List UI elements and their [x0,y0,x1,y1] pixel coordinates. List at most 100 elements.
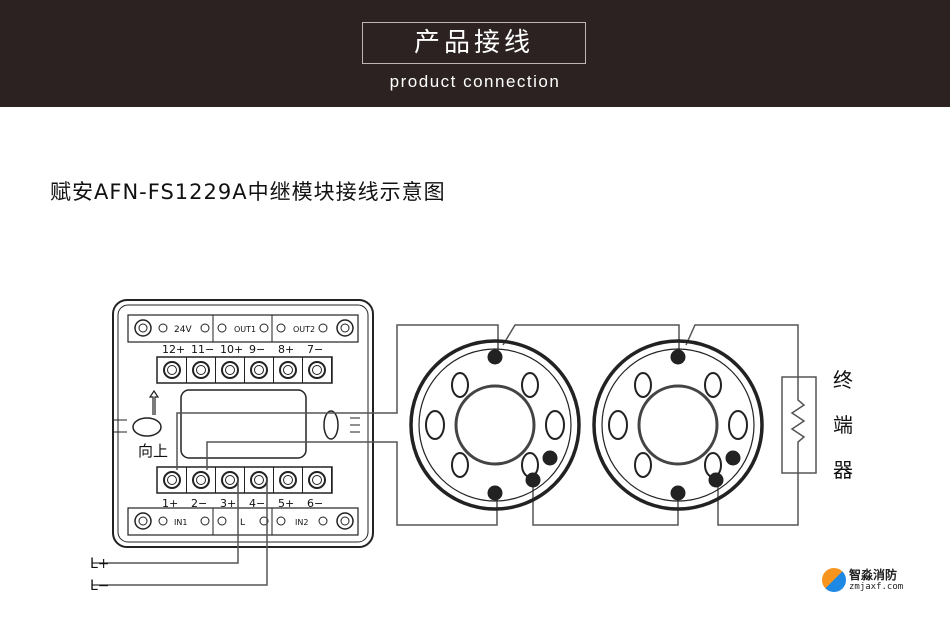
logo-name: 智淼消防 [849,567,898,582]
indicator-icon [217,323,227,333]
indicator-icon [318,323,328,333]
terminal-screw-icon [221,471,239,489]
base-outer-ring [409,339,581,511]
top-terminal-label: 11− [191,343,214,356]
terminal-screw-icon [308,471,326,489]
base-terminal-icon [670,349,686,365]
terminal-screw-icon [283,475,293,485]
mount-screw-icon [340,323,350,333]
bottom-terminal-label: 5+ [278,497,294,510]
mount-screw-icon [336,512,354,530]
base-slot [451,452,469,478]
base-center-hole [454,384,536,466]
base-slot [634,372,652,398]
terminal-screw-icon [196,365,206,375]
group-out2: OUT2 [293,325,315,334]
base-terminal-icon [725,450,741,466]
terminal-screw-icon [308,361,326,379]
base-inner-ring [418,348,572,502]
terminator-char-3: 器 [833,458,853,482]
top-terminal-label: 9− [249,343,265,356]
detector-base [592,339,764,511]
bottom-terminal-label: 1+ [162,497,178,510]
detector-base [409,339,581,511]
terminal-screw-icon [196,475,206,485]
brand-logo: 智淼消防 zmjaxf.com [822,568,903,592]
terminal-screw-icon [167,475,177,485]
bottom-terminal-label: 2− [191,497,207,510]
base-slot [451,372,469,398]
group-in1: IN1 [174,518,187,527]
indicator-icon [158,323,168,333]
indicator-icon [158,516,168,526]
terminal-screw-icon [163,471,181,489]
mount-screw-icon [138,516,148,526]
terminal-screw-icon [312,475,322,485]
terminator-char-2: 端 [833,413,853,437]
base-terminal-icon [542,450,558,466]
logo-mark-icon [822,568,846,592]
terminator-resistor [781,376,817,474]
base-terminal-icon [487,485,503,501]
indicator-icon [276,323,286,333]
indicator-icon [200,516,210,526]
base-slot [425,410,445,440]
indicator-icon [259,516,269,526]
top-terminal-label: 12+ [162,343,185,356]
relay-module: 向上 24V OUT1 OUT2 IN1 L IN2 12+ 11− 10+ 9− 8+… [112,299,374,548]
terminal-screw-icon [192,361,210,379]
terminal-screw-icon [250,471,268,489]
base-center-hole [637,384,719,466]
base-terminal-icon [708,472,724,488]
base-outer-ring [592,339,764,511]
top-terminal-label: 10+ [220,343,243,356]
base-slot [545,410,565,440]
indicator-icon [276,516,286,526]
base-slot [728,410,748,440]
header-title: 产品接线 [362,22,586,64]
header-banner: 产品接线 product connection [0,0,950,107]
base-inner-ring [601,348,755,502]
group-in2: IN2 [295,518,308,527]
top-terminal-label: 8+ [278,343,294,356]
terminal-screw-icon [312,365,322,375]
indicator-icon [217,516,227,526]
mount-screw-icon [138,323,148,333]
terminal-screw-icon [254,365,264,375]
base-slot [521,372,539,398]
terminal-screw-icon [221,361,239,379]
terminal-screw-icon [225,365,235,375]
bottom-terminal-label: 6− [307,497,323,510]
bottom-terminal-label: 4− [249,497,265,510]
terminal-screw-icon [279,471,297,489]
base-terminal-icon [670,485,686,501]
base-center-hole [641,388,715,462]
terminal-screw-icon [163,361,181,379]
mount-screw-icon [340,516,350,526]
base-terminal-icon [487,349,503,365]
base-terminal-icon [525,472,541,488]
base-center-hole [458,388,532,462]
terminal-screw-icon [283,365,293,375]
l-minus-label: L− [90,578,110,594]
top-terminal-label: 7− [307,343,323,356]
up-label: 向上 [138,442,168,460]
mount-screw-icon [336,319,354,337]
mount-screw-icon [134,512,152,530]
l-plus-label: L+ [90,556,110,572]
base-slot [704,372,722,398]
bottom-terminal-label: 3+ [220,497,236,510]
group-24v: 24V [174,325,192,335]
terminal-screw-icon [279,361,297,379]
group-out1: OUT1 [234,325,256,334]
terminal-screw-icon [167,365,177,375]
indicator-icon [318,516,328,526]
indicator-icon [200,323,210,333]
terminal-screw-icon [254,475,264,485]
indicator-icon [259,323,269,333]
terminal-screw-icon [250,361,268,379]
base-slot [634,452,652,478]
group-l: L [240,518,245,528]
terminal-screw-icon [192,471,210,489]
